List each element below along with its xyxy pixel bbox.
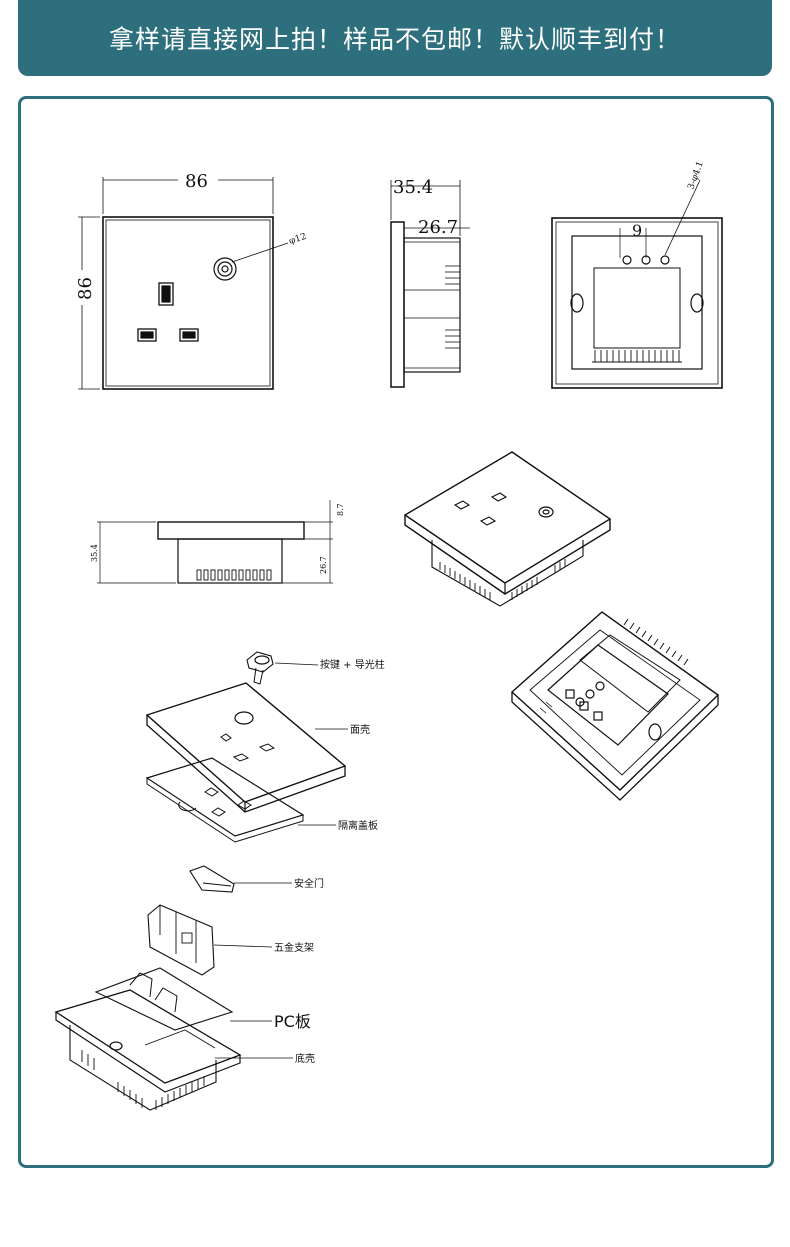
dim-side-depth: 35.4 <box>393 177 433 198</box>
dim-bottom-inner: 26.7 <box>319 556 328 574</box>
dim-button-dia: φ12 <box>288 232 308 247</box>
front-view <box>78 177 289 390</box>
label-shutter: 安全门 <box>294 877 324 890</box>
banner-text: 拿样请直接网上拍！样品不包邮！默认顺丰到付！ <box>108 25 681 54</box>
exploded-view <box>54 651 348 1111</box>
dim-rear-holes: 3-φ4.1 <box>686 160 705 191</box>
iso-front-view <box>403 451 612 607</box>
dim-bottom-plate: 8.7 <box>336 503 345 516</box>
label-bracket: 五金支架 <box>274 941 314 954</box>
bottom-view <box>97 500 333 584</box>
label-base: 底壳 <box>295 1052 315 1065</box>
dim-front-height: 86 <box>75 277 96 300</box>
label-cover: 隔离盖板 <box>338 819 378 832</box>
dim-rear-spacing: 9 <box>632 221 642 240</box>
label-button: 按键 + 导光柱 <box>320 658 385 671</box>
iso-rear-view <box>510 611 720 801</box>
drawing-panel <box>18 96 774 1168</box>
label-face: 面壳 <box>350 723 370 736</box>
dim-bottom-depth: 35.4 <box>90 544 99 562</box>
rear-view <box>551 179 723 389</box>
dim-side-inner: 26.7 <box>418 217 458 238</box>
side-view <box>390 180 470 388</box>
dim-front-width: 86 <box>185 171 208 192</box>
label-pcb: PC板 <box>274 1012 311 1031</box>
header-banner: 拿样请直接网上拍！样品不包邮！默认顺丰到付！ <box>18 0 772 76</box>
